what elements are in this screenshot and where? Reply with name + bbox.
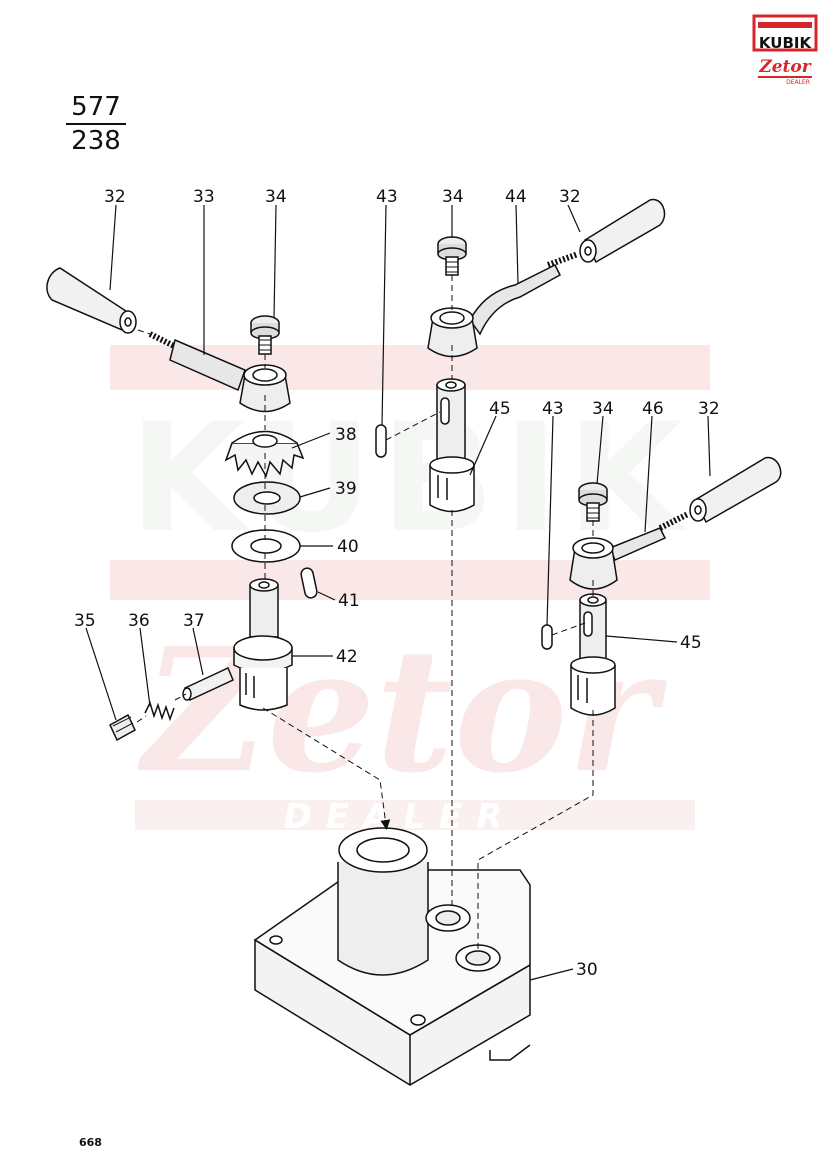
document-code: 577 238 [66,92,126,156]
callout-43-right: 43 [542,399,564,419]
part-35-spring-plug [109,713,136,742]
callout-39: 39 [335,479,357,499]
part-30-base-housing [253,827,531,1086]
callout-41: 41 [338,591,360,611]
part-32-handle-right [689,456,782,524]
callout-32-right: 32 [698,399,720,419]
part-33-lever-rod-left [148,331,246,392]
part-43-key-middle [375,424,387,458]
callout-32-middle: 32 [559,187,581,207]
leader-lines [85,204,711,981]
part-39-washer [233,481,301,515]
callout-labels: 32 33 34 43 34 44 32 38 39 40 41 42 45 4… [74,187,720,980]
part-32-handle-left [46,267,137,334]
part-lever-hub-right [569,537,618,590]
kubik-zetor-dealer-logo: KUBIK Zetor DEALER [752,14,818,86]
callout-35: 35 [74,611,96,631]
part-42-shaft [233,578,293,711]
part-34-screw-left [250,315,280,355]
callout-32-left: 32 [104,187,126,207]
parts-group [46,198,782,1086]
callout-37: 37 [183,611,205,631]
page-number: 668 [79,1136,102,1149]
watermark-word-1: KUBIK [129,392,691,566]
part-43-key-right [541,624,553,650]
callout-33: 33 [193,187,215,207]
part-40-washer [231,529,301,563]
callout-38: 38 [335,425,357,445]
callout-42: 42 [336,647,358,667]
part-37-pin [182,666,234,702]
callout-40: 40 [337,537,359,557]
callout-36: 36 [128,611,150,631]
part-44-lever-bent [469,251,580,336]
callout-46: 46 [642,399,664,419]
part-34-screw-right [578,482,608,522]
part-36-spring [144,700,175,722]
part-32-handle-middle [579,198,666,264]
watermark: KUBIK Zetor DEALER [110,345,710,837]
logo-brand-bottom: DEALER [786,79,810,86]
part-41-key [300,567,318,599]
part-45-shaft-middle [429,378,475,513]
logo-brand-mid: Zetor [758,57,811,77]
part-34-screw-middle [437,236,467,276]
callout-34-right: 34 [592,399,614,419]
callout-43-middle: 43 [376,187,398,207]
part-lever-hub-middle [427,307,478,358]
part-lever-hub-left [239,364,291,413]
assembly-lines [136,275,594,950]
callout-34-middle: 34 [442,187,464,207]
callout-44: 44 [505,187,527,207]
logo-brand-top: KUBIK [759,34,813,52]
callout-34-left: 34 [265,187,287,207]
callout-45-right: 45 [680,633,702,653]
document-code-top: 577 [66,92,126,125]
callout-45-middle: 45 [489,399,511,419]
document-code-bottom: 238 [71,126,121,156]
part-38-serrated-washer [224,430,305,478]
callout-30: 30 [576,960,598,980]
